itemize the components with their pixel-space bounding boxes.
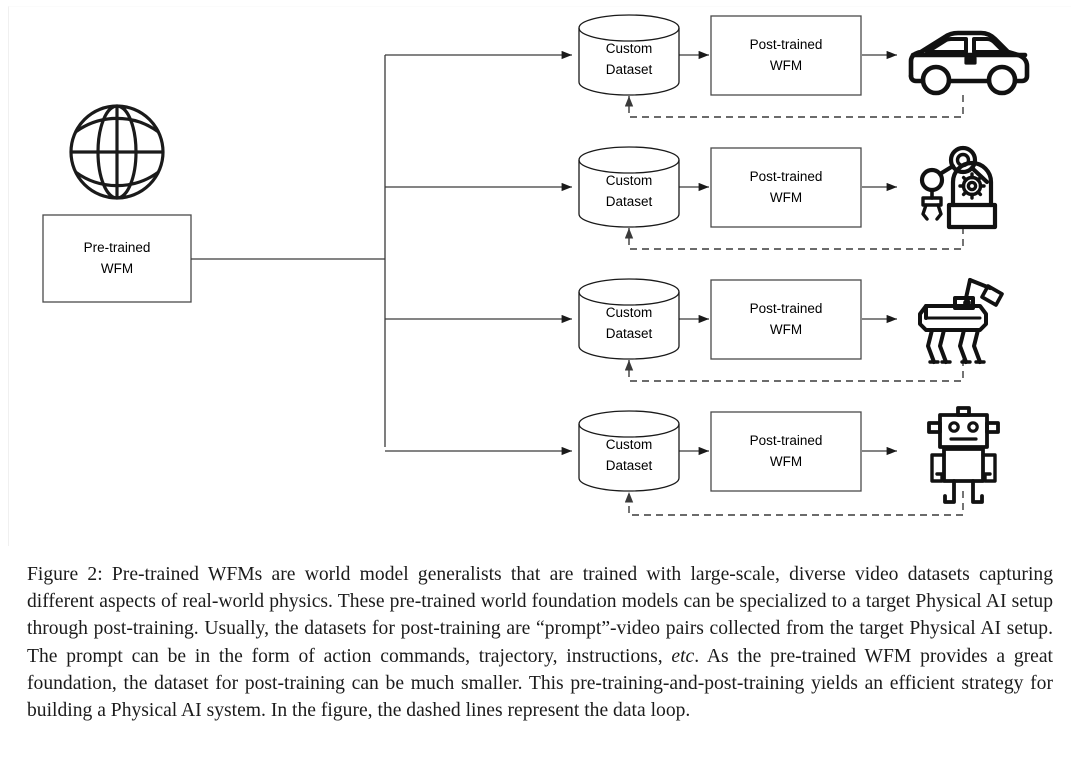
caption-text-part-1: Pre-trained WFMs are world model general…: [27, 564, 1053, 667]
row-1-model-box: [710, 15, 862, 96]
pretrained-wfm-box: [42, 214, 192, 303]
caption-prefix: Figure 2:: [27, 564, 103, 585]
row-4-dashed-loop: [624, 491, 964, 516]
row-1-dashed-loop: [624, 95, 964, 118]
row-2-dashed-loop: [624, 227, 964, 250]
trunk-edges: [191, 55, 386, 447]
globe-icon: [69, 104, 165, 200]
caption-italic-etc: etc: [671, 645, 695, 667]
row-1-dataset-cylinder: [578, 14, 680, 96]
caption-text-part-2: . As the pre-trained WFM provides a grea…: [27, 645, 1053, 722]
figure-diagram: [42, 14, 1030, 516]
car-icon: [908, 30, 1030, 96]
row-3-dataset-cylinder: [578, 278, 680, 360]
figure-caption: Figure 2: Pre-trained WFMs are world mod…: [27, 561, 1053, 724]
quadruped-robot-icon: [918, 278, 1004, 364]
row-4-model-box: [710, 411, 862, 492]
row-3-model-box: [710, 279, 862, 360]
humanoid-robot-icon: [927, 406, 1000, 504]
robot-arm-icon: [919, 145, 998, 230]
row-3-dashed-loop: [624, 359, 964, 382]
row-2-model-box: [710, 147, 862, 228]
row-4-dataset-cylinder: [578, 410, 680, 492]
figure-frame: [8, 6, 1071, 546]
row-2-dataset-cylinder: [578, 146, 680, 228]
